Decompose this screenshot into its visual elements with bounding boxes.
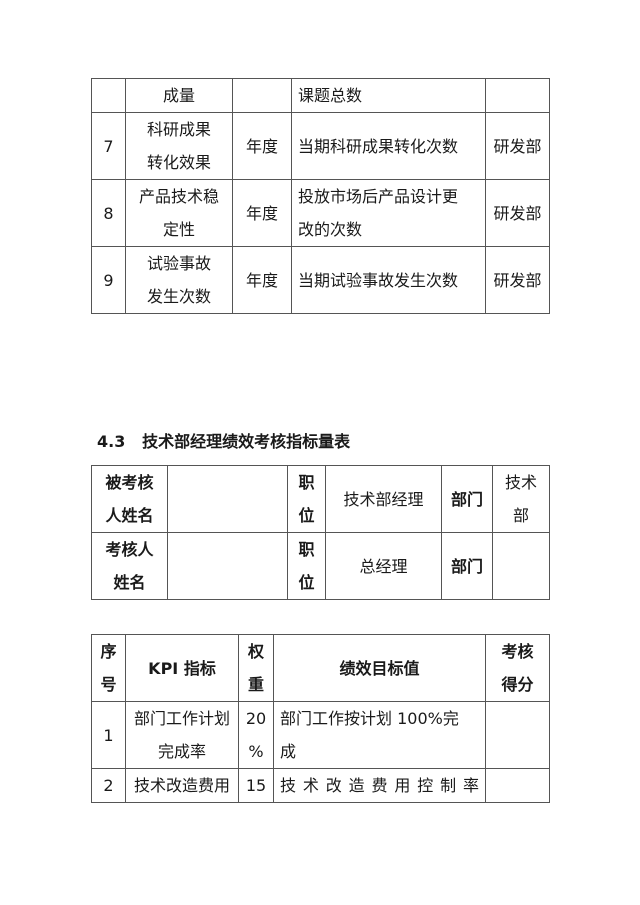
- period: 年度: [232, 246, 292, 314]
- department-value: 技术部: [492, 465, 550, 533]
- table-row: 1 部门工作计划完成率 20% 部门工作按计划 100%完成: [91, 701, 550, 769]
- period: 年度: [232, 179, 292, 247]
- indicator-name: 科研成果转化效果: [125, 112, 233, 180]
- kpi-name: 部门工作计划完成率: [125, 701, 239, 769]
- weight: 15: [238, 768, 274, 803]
- target-value: 技术改造费用控制率: [273, 768, 486, 803]
- row-number: 7: [91, 112, 126, 180]
- position-value: 技术部经理: [325, 465, 442, 533]
- table-row: 9 试验事故发生次数 年度 当期试验事故发生次数 研发部: [91, 246, 550, 314]
- header-target: 绩效目标值: [273, 634, 486, 702]
- row-number: [91, 78, 126, 113]
- table-row: 8 产品技术稳定性 年度 投放市场后产品设计更改的次数 研发部: [91, 179, 550, 247]
- row-number: 9: [91, 246, 126, 314]
- department-label: 部门: [441, 465, 493, 533]
- table-row: 被考核人姓名 职位 技术部经理 部门 技术部: [91, 465, 550, 533]
- position-label: 职位: [287, 532, 326, 600]
- department-label: 部门: [441, 532, 493, 600]
- assessee-info-table: 被考核人姓名 职位 技术部经理 部门 技术部 考核人姓名 职位 总经理 部门: [91, 465, 550, 600]
- header-score: 考核得分: [485, 634, 550, 702]
- assessee-name-value: [167, 465, 288, 533]
- formula: 投放市场后产品设计更改的次数: [291, 179, 486, 247]
- section-heading: 4.3 技术部经理绩效考核指标量表: [97, 428, 350, 452]
- table-header-row: 序号 KPI 指标 权重 绩效目标值 考核得分: [91, 634, 550, 702]
- assessor-name-value: [167, 532, 288, 600]
- formula: 课题总数: [291, 78, 486, 113]
- department: [485, 78, 550, 113]
- formula: 当期科研成果转化次数: [291, 112, 486, 180]
- department: 研发部: [485, 179, 550, 247]
- table-row: 2 技术改造费用 15 技术改造费用控制率: [91, 768, 550, 803]
- row-number: 1: [91, 701, 126, 769]
- score-value: [485, 701, 550, 769]
- row-number: 2: [91, 768, 126, 803]
- kpi-name: 技术改造费用: [125, 768, 239, 803]
- row-number: 8: [91, 179, 126, 247]
- assessee-name-label: 被考核人姓名: [91, 465, 168, 533]
- table-row: 成量 课题总数: [91, 78, 550, 113]
- indicator-name: 成量: [125, 78, 233, 113]
- indicator-name: 试验事故发生次数: [125, 246, 233, 314]
- department: 研发部: [485, 246, 550, 314]
- kpi-score-table: 序号 KPI 指标 权重 绩效目标值 考核得分 1 部门工作计划完成率 20% …: [91, 634, 550, 803]
- header-kpi: KPI 指标: [125, 634, 239, 702]
- weight: 20%: [238, 701, 274, 769]
- header-no: 序号: [91, 634, 126, 702]
- position-value: 总经理: [325, 532, 442, 600]
- table-row: 考核人姓名 职位 总经理 部门: [91, 532, 550, 600]
- department-value: [492, 532, 550, 600]
- table-row: 7 科研成果转化效果 年度 当期科研成果转化次数 研发部: [91, 112, 550, 180]
- score-value: [485, 768, 550, 803]
- section-title: 技术部经理绩效考核指标量表: [142, 432, 351, 451]
- header-weight: 权重: [238, 634, 274, 702]
- section-number: 4.3: [97, 432, 126, 451]
- period: [232, 78, 292, 113]
- department: 研发部: [485, 112, 550, 180]
- period: 年度: [232, 112, 292, 180]
- indicator-name: 产品技术稳定性: [125, 179, 233, 247]
- target-value: 部门工作按计划 100%完成: [273, 701, 486, 769]
- assessor-name-label: 考核人姓名: [91, 532, 168, 600]
- formula: 当期试验事故发生次数: [291, 246, 486, 314]
- position-label: 职位: [287, 465, 326, 533]
- kpi-table-continued: 成量 课题总数 7 科研成果转化效果 年度 当期科研成果转化次数 研发部 8 产…: [91, 78, 550, 314]
